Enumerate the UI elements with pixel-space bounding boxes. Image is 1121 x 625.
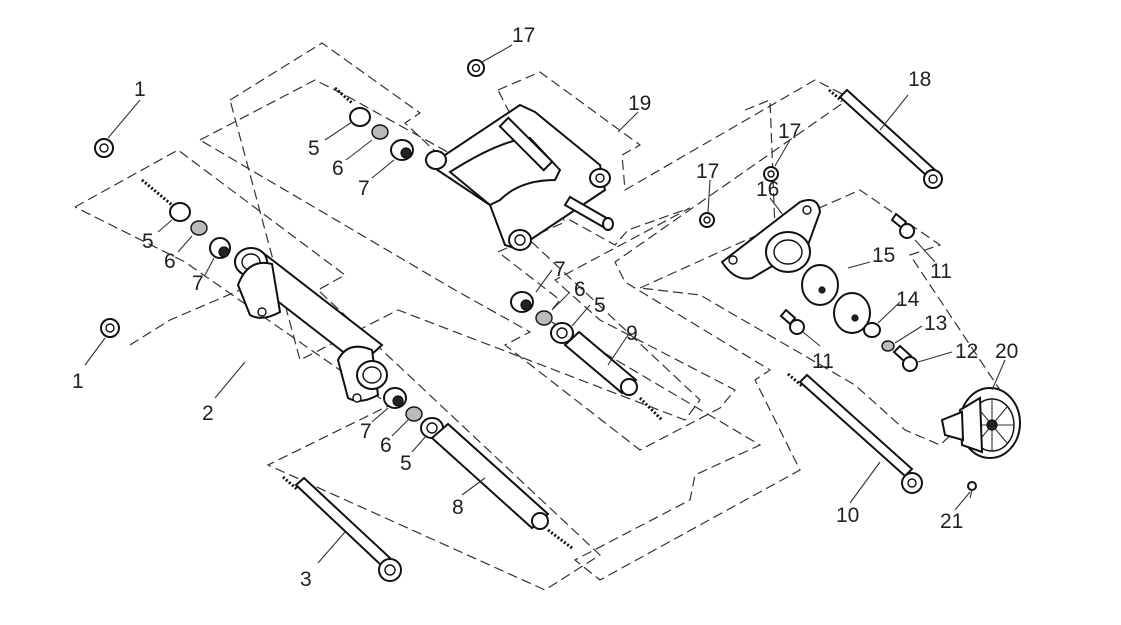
callout-17-middle: 17 — [696, 160, 719, 183]
part-washer-14 — [863, 322, 881, 338]
callout-1-lower: 1 — [72, 370, 84, 393]
callout-7-right: 7 — [554, 258, 566, 281]
callout-16: 16 — [756, 178, 779, 201]
part-washer-13 — [881, 340, 895, 352]
callout-6-right: 6 — [574, 278, 586, 301]
part-screw-21 — [967, 481, 977, 499]
callout-6-top: 6 — [332, 157, 344, 180]
part-nut-1-top — [94, 138, 114, 158]
callout-7-top: 7 — [358, 177, 370, 200]
callout-11-lower: 11 — [812, 350, 834, 373]
washer-stack-right — [510, 291, 574, 344]
part-bolt-12 — [892, 344, 918, 372]
callout-7-lower: 7 — [360, 420, 372, 443]
part-nut-17-top — [467, 59, 485, 77]
thread-stub-left — [141, 178, 173, 207]
part-shock-bracket-19 — [425, 103, 614, 252]
callout-17-top: 17 — [512, 24, 535, 47]
callout-6-left: 6 — [164, 250, 176, 273]
washer-stack-top — [349, 107, 414, 161]
washer-stack-left — [169, 202, 231, 259]
part-long-bolt-10 — [787, 372, 923, 494]
callout-5-left: 5 — [142, 230, 154, 253]
part-bolt-3 — [282, 475, 402, 582]
callout-10: 10 — [836, 504, 859, 527]
part-nut-1-lower — [100, 318, 120, 338]
callout-11-upper: 11 — [930, 260, 952, 283]
callout-13: 13 — [924, 312, 947, 335]
callout-2: 2 — [202, 402, 214, 425]
callout-19: 19 — [628, 92, 651, 115]
part-rubber-mount-15 — [801, 264, 871, 334]
leader-lines — [84, 44, 1006, 564]
callout-21: 21 — [940, 510, 963, 533]
callout-9: 9 — [626, 322, 638, 345]
washer-stack-lower-middle — [383, 387, 444, 439]
part-bolt-11-upper — [890, 212, 915, 239]
callout-labels: 1 1 2 3 5 6 7 5 6 7 7 6 5 7 6 5 8 9 10 1… — [72, 24, 1018, 591]
callout-6-lower: 6 — [380, 434, 392, 457]
callout-18: 18 — [908, 68, 931, 91]
part-hub-20 — [940, 387, 1021, 459]
callout-5-right: 5 — [594, 294, 606, 317]
callout-14: 14 — [896, 288, 920, 311]
part-long-bolt-18 — [828, 88, 943, 189]
callout-5-lower: 5 — [400, 452, 412, 475]
part-bolt-11-lower — [779, 308, 805, 335]
callout-20: 20 — [995, 340, 1018, 363]
part-nut-17-middle — [699, 212, 715, 228]
callout-15: 15 — [872, 244, 895, 267]
part-mounting-plate-16 — [720, 199, 822, 280]
callout-3: 3 — [300, 568, 312, 591]
callout-1-top: 1 — [134, 78, 146, 101]
thread-stub-top — [334, 86, 353, 105]
callout-12: 12 — [955, 340, 978, 363]
part-swing-arm-tube-2 — [234, 247, 388, 403]
callout-7-left: 7 — [192, 272, 204, 295]
part-sleeve-8 — [430, 422, 573, 550]
part-sleeve-9 — [563, 330, 664, 422]
callout-17-right: 17 — [778, 120, 801, 143]
callout-8: 8 — [452, 496, 464, 519]
part-nut-17-right — [763, 166, 779, 182]
callout-5-top: 5 — [308, 137, 320, 160]
